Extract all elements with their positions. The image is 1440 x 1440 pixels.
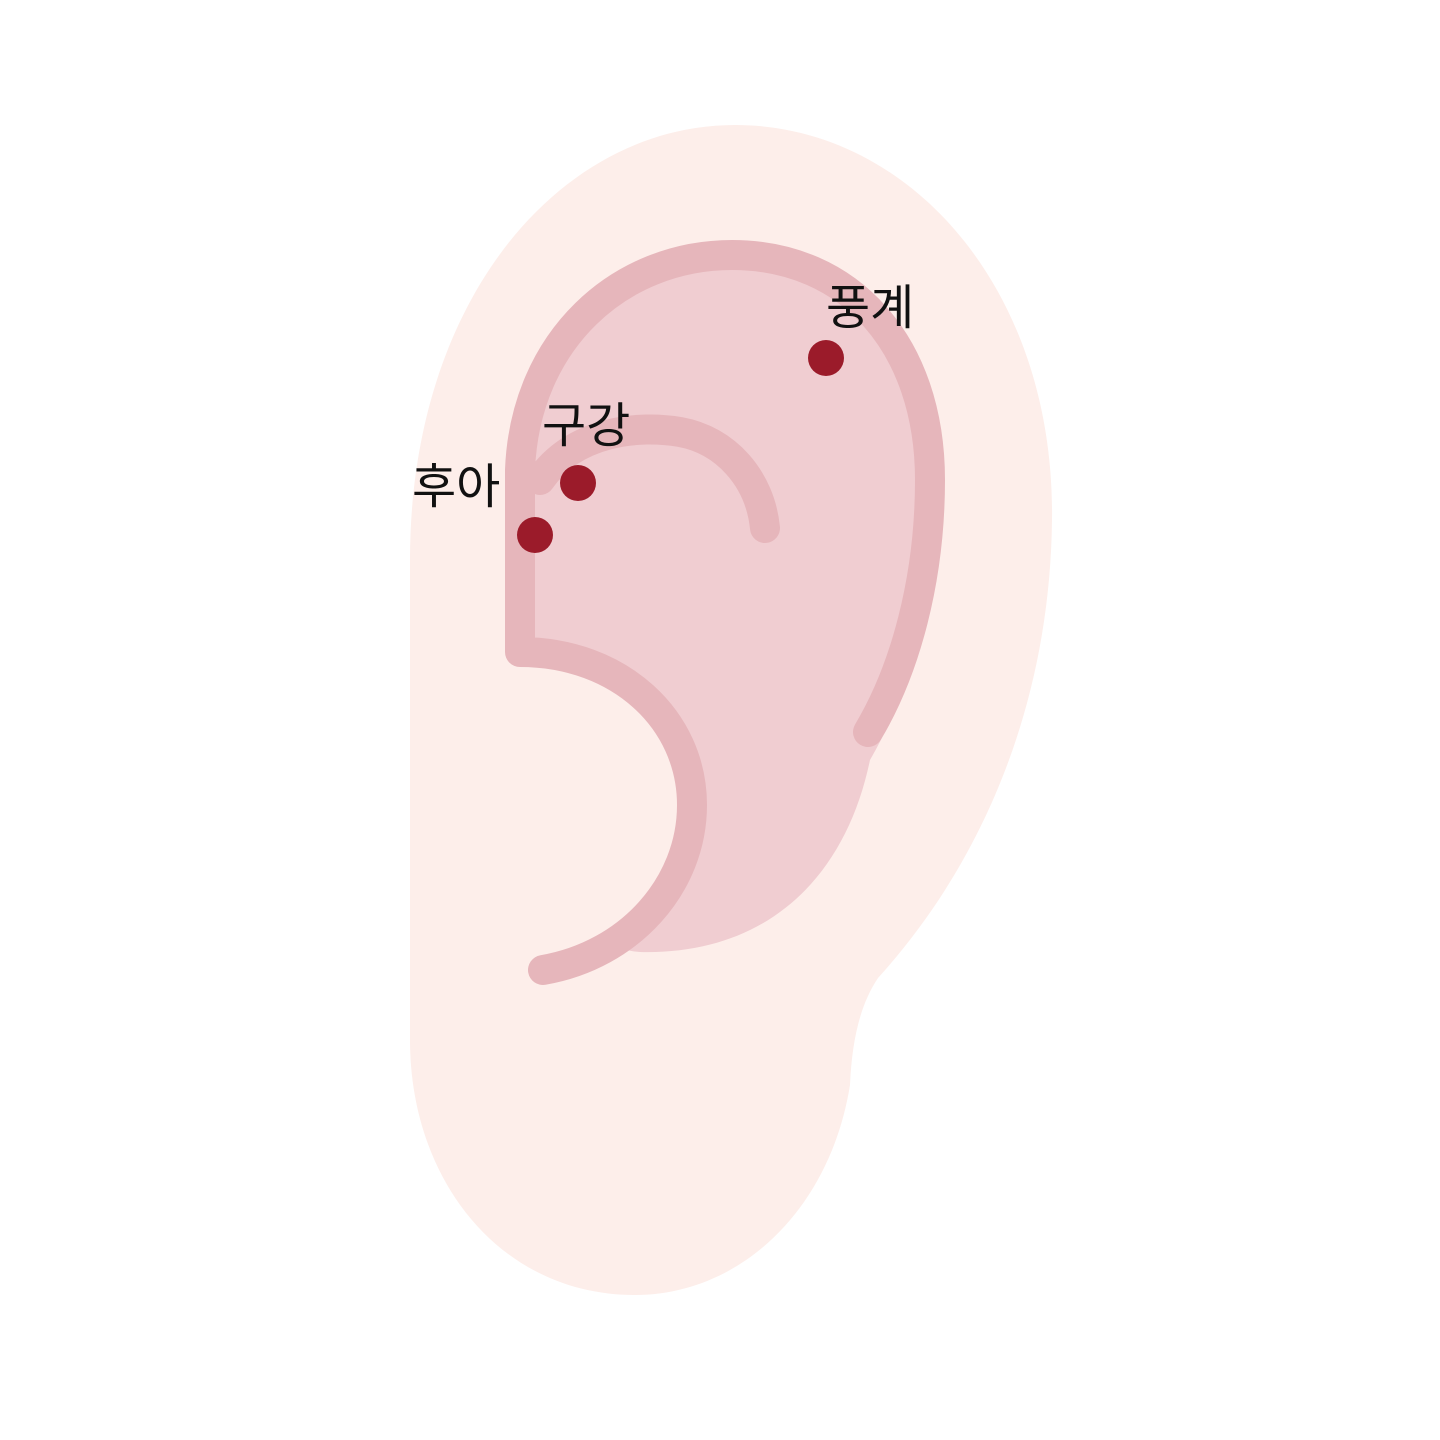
point-marker-hua	[517, 517, 553, 553]
point-marker-gugang	[560, 465, 596, 501]
point-label-hua: 후아	[412, 459, 500, 515]
helix-ridge	[505, 240, 945, 985]
antihelix-ridge	[525, 414, 780, 543]
point-marker-pungye	[808, 340, 844, 376]
point-label-pungye: 풍계	[826, 280, 914, 336]
point-label-gugang: 구강	[542, 398, 630, 454]
